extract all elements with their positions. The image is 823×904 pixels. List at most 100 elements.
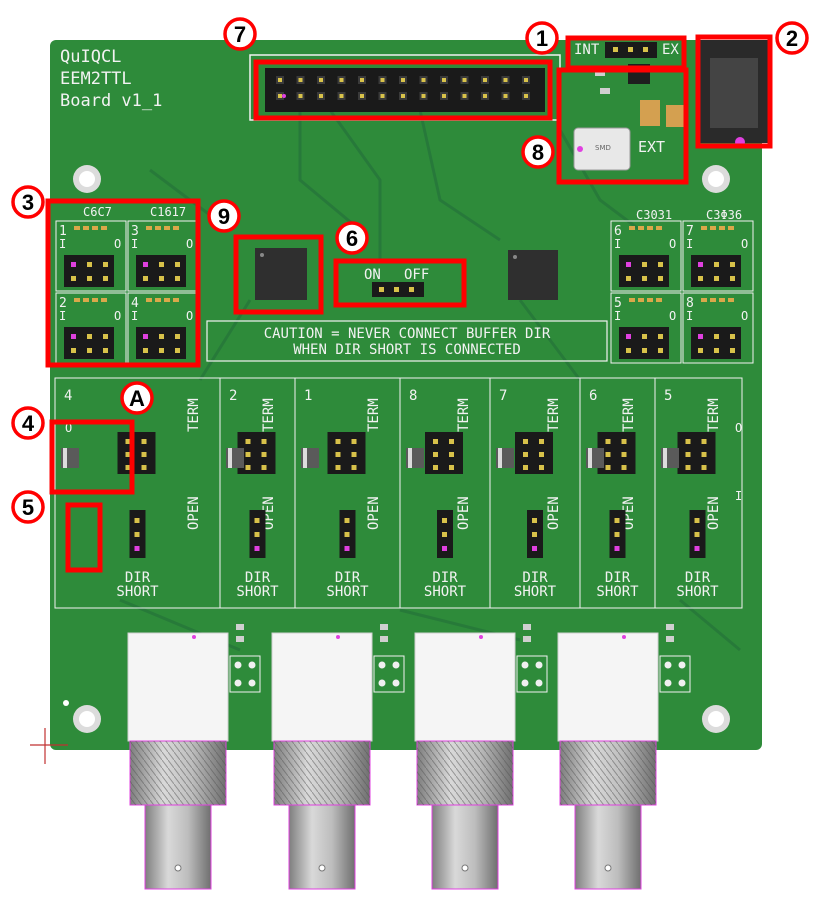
channel-term-label: TERM [261, 398, 277, 432]
highlight-3 [45, 198, 201, 368]
header-pin-tip [442, 94, 446, 98]
buffer-pin [730, 276, 735, 281]
channel-pin [621, 439, 627, 444]
buffer-pin [626, 276, 631, 281]
buffer-pin [658, 334, 663, 339]
channel-open-label: OPEN [186, 496, 202, 530]
channel-term-label: TERM [706, 398, 722, 432]
channel4-o-label: O [65, 421, 72, 435]
header-pin-tip [360, 94, 364, 98]
buffer-pin [642, 334, 647, 339]
smd-cap [101, 226, 107, 230]
header-pin-tip [401, 78, 405, 82]
channel-pin [245, 465, 251, 470]
buffer-pin [103, 276, 108, 281]
channel-pin [351, 439, 357, 444]
buffer-pin [87, 348, 92, 353]
header-pin-tip [421, 94, 426, 98]
smd-cap [728, 226, 734, 230]
smd-cap [647, 226, 653, 230]
header-pin-tip [380, 78, 385, 82]
header-pin-tip [483, 78, 487, 82]
channel-dir-label: DIR [685, 570, 711, 586]
channel-number: 7 [499, 388, 507, 404]
channel-pin [701, 465, 707, 470]
buffer-pin [698, 334, 703, 339]
buffer-pin [714, 276, 719, 281]
buffer-pin [143, 334, 148, 339]
highlight-4 [49, 419, 135, 495]
buffer-pin [714, 262, 719, 267]
highlight-boxes [45, 34, 773, 573]
channel-term-label: TERM [366, 398, 382, 432]
channel-pin [621, 452, 627, 457]
buffer-pin [626, 262, 631, 267]
channel-short-label: SHORT [596, 584, 639, 600]
header-pin-tip [483, 94, 487, 98]
bnc-pad-block [659, 655, 691, 693]
channel-short-label: SHORT [424, 584, 467, 600]
highlight-8 [556, 67, 689, 185]
channel-pin [245, 439, 251, 444]
buffer-group-number: 8 [686, 296, 694, 311]
clock-select-header: INT EX [574, 42, 679, 58]
channel-pin [433, 439, 438, 444]
buffer-group-number: 4 [131, 296, 139, 311]
header-pin-tip [339, 94, 344, 98]
channel-dir-label: DIR [605, 570, 631, 586]
cap-label-c3536: C3Φ36 [706, 208, 742, 222]
channel-pin [449, 439, 454, 444]
channel-pin [335, 452, 341, 457]
callout-1: 1 [525, 21, 559, 55]
buffer-pin [642, 276, 647, 281]
buffer-group-i-label: I [614, 237, 621, 251]
channel-pin [605, 465, 611, 470]
channel-term-label: TERM [456, 398, 472, 432]
buffer-header [136, 327, 186, 359]
on-label: ON [364, 267, 381, 283]
buffer-group-number: 7 [686, 224, 694, 239]
header-pin-tip [524, 94, 528, 98]
channel-pin [685, 465, 691, 470]
callout-2: 2 [775, 21, 809, 55]
channel5-o-label: O [735, 421, 742, 435]
bnc-connector-1 [127, 624, 261, 890]
smd-cap [83, 298, 89, 302]
channel-pin [605, 452, 611, 457]
smd-cap [164, 226, 170, 230]
channel-section: 4TERMOPENDIRSHORT2TERMOPENDIRSHORT1TERMO… [54, 377, 743, 609]
header-pin-tip [319, 78, 323, 82]
buffer-pin [730, 334, 735, 339]
bnc-pad-block [516, 655, 548, 693]
buffer-group-o-label: O [741, 309, 748, 323]
header-pin-tip [360, 78, 364, 82]
buffer-group-i-label: I [59, 309, 66, 323]
buffer-pin [642, 262, 647, 267]
buffer-pin [175, 334, 180, 339]
channel-pin [261, 465, 267, 470]
callout-label: A [129, 386, 145, 411]
buffer-header [64, 327, 114, 359]
bnc-pad-block [373, 655, 405, 693]
smd-cap [656, 226, 662, 230]
buffer-pin [103, 348, 108, 353]
bnc-connector-3 [414, 624, 548, 890]
cap-label-c1617: C1617 [150, 205, 186, 219]
buffer-pin [71, 276, 76, 281]
buffer-pin [71, 262, 76, 267]
channel-pin [261, 452, 267, 457]
buffer-pin [658, 276, 663, 281]
channel-pin [141, 465, 147, 470]
power-jack [700, 40, 768, 147]
callout-8: 8 [521, 135, 555, 169]
highlight-6 [333, 258, 467, 308]
channel-term-label: TERM [186, 398, 202, 432]
channel-pin [701, 452, 707, 457]
buffer-pin [698, 348, 703, 353]
bnc-connector-2 [271, 624, 405, 890]
channel-number: 4 [64, 388, 72, 404]
channel-short-label: SHORT [326, 584, 369, 600]
